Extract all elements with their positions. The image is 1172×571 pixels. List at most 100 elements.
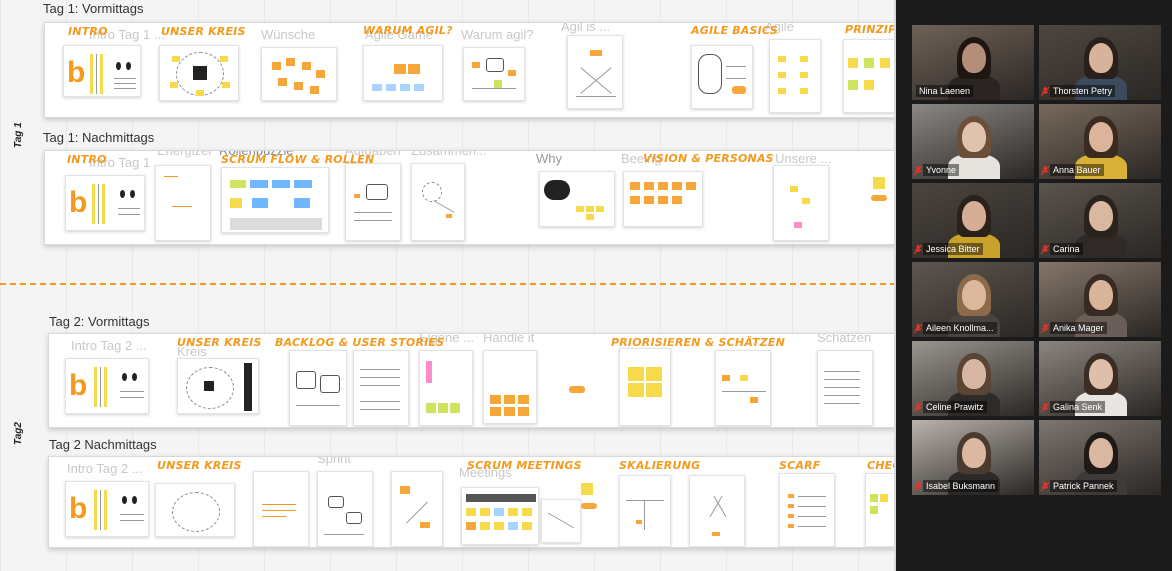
avatar — [962, 43, 986, 73]
avatar — [1075, 75, 1127, 100]
lane-day2-morning[interactable]: Intro Tag 2 ... Kreis Eigene ... Handle … — [48, 333, 894, 428]
avatar — [1075, 391, 1127, 416]
participant-tile[interactable]: Celine Prawitz — [912, 341, 1034, 416]
ghost-label: Intro Tag 2 ... — [71, 338, 147, 353]
ghost-label: Aufgaben — [345, 150, 401, 158]
lane-day1-morning[interactable]: Intro Tag 1 ... Wünsche Agile Game Warum… — [44, 22, 894, 118]
participant-tile[interactable]: Patrick Pannek — [1039, 420, 1161, 495]
participant-tile[interactable]: Galina Senk — [1039, 341, 1161, 416]
frame-agile-basics[interactable] — [691, 45, 753, 109]
whiteboard-canvas[interactable]: Tag 1 Tag2 Tag 1: Vormittags Intro Tag 1… — [0, 0, 896, 571]
participant-name: Aileen Knollma... — [923, 322, 997, 334]
hand-label-backlog-user-stories: BACKLOG & USER STORIES — [275, 336, 445, 349]
avatar — [962, 359, 986, 389]
ghost-label: Intro Tag 2 ... — [67, 461, 143, 476]
participant-name: Carina — [1050, 243, 1083, 255]
frame-intro[interactable]: b — [65, 358, 149, 414]
lane-day1-afternoon[interactable]: Intro Tag 1 ... Energizer Rollenpuzzle A… — [44, 150, 894, 245]
avatar — [948, 391, 1000, 416]
avatar — [962, 122, 986, 152]
avatar — [1075, 154, 1127, 179]
avatar — [1075, 233, 1127, 258]
frame-meetings[interactable] — [461, 487, 539, 545]
muted-mic-icon — [914, 324, 922, 334]
section-title-day1-afternoon: Tag 1: Nachmittags — [43, 130, 155, 145]
participant-name: Yvonne — [923, 164, 960, 176]
frame-handle-it[interactable] — [483, 350, 537, 424]
hand-label-intro: INTRO — [67, 153, 107, 166]
frame-wuensche[interactable] — [261, 47, 337, 101]
participant-tile[interactable]: Jessica Bitter — [912, 183, 1034, 258]
frame-schaetzen-2[interactable] — [817, 350, 873, 426]
avatar — [1089, 280, 1113, 310]
frame-zusammenarbeit[interactable] — [411, 163, 465, 241]
frame-backlog-1[interactable] — [289, 350, 347, 426]
frame-unsere[interactable] — [773, 165, 829, 241]
frame-backlog-2[interactable] — [353, 350, 409, 426]
participant-name: Thorsten Petry — [1050, 85, 1116, 97]
ghost-label: Agil is ... — [561, 22, 611, 34]
ghost-label: Unsere ... — [775, 151, 832, 166]
frame-rollenpuzzle[interactable] — [221, 167, 329, 233]
participant-tile[interactable]: Anna Bauer — [1039, 104, 1161, 179]
participant-tile[interactable]: Aileen Knollma... — [912, 262, 1034, 337]
participant-tile[interactable]: Carina — [1039, 183, 1161, 258]
frame-intro[interactable]: b — [65, 175, 145, 231]
frame-eigene[interactable] — [419, 350, 473, 426]
frame-prinzipien[interactable] — [843, 39, 894, 113]
participant-tile[interactable]: Yvonne — [912, 104, 1034, 179]
participant-name: Celine Prawitz — [923, 401, 987, 413]
frame-vision[interactable] — [623, 171, 703, 227]
ghost-label: Energizer — [157, 150, 213, 158]
participant-name: Anna Bauer — [1050, 164, 1104, 176]
lane-day2-afternoon[interactable]: Intro Tag 2 ... Sprint Meetings UNSER KR… — [48, 456, 894, 548]
frame-energizer[interactable] — [155, 165, 211, 241]
frame-sprint-2[interactable] — [391, 471, 443, 547]
muted-mic-icon — [1041, 245, 1049, 255]
muted-mic-icon — [1041, 324, 1049, 334]
avatar — [948, 154, 1000, 179]
frame-agil-is[interactable] — [567, 35, 623, 109]
participant-name: Galina Senk — [1050, 401, 1106, 413]
frame-energizer[interactable] — [253, 471, 309, 547]
frame-unser-kreis[interactable] — [159, 45, 239, 101]
avatar — [1089, 438, 1113, 468]
frame-warum-agil[interactable] — [463, 47, 525, 101]
muted-mic-icon — [914, 166, 922, 176]
muted-mic-icon — [914, 403, 922, 413]
frame-priorisieren[interactable] — [619, 348, 671, 426]
participant-tile[interactable]: Isabel Buksmann — [912, 420, 1034, 495]
participant-name: Jessica Bitter — [923, 243, 983, 255]
participant-tile[interactable]: Nina Laenen — [912, 25, 1034, 100]
frame-unser-kreis[interactable] — [155, 483, 235, 537]
participant-tile[interactable]: Anika Mager — [1039, 262, 1161, 337]
frame-intro[interactable]: b — [63, 45, 141, 97]
frame-aufgaben[interactable] — [345, 163, 401, 241]
frame-unser-kreis[interactable] — [177, 358, 259, 414]
frame-why[interactable] — [539, 171, 615, 227]
ghost-label: Agile Game — [365, 27, 433, 42]
frame-agile-game[interactable] — [363, 45, 443, 101]
avatar — [1089, 122, 1113, 152]
frame-schaetzen[interactable] — [715, 350, 771, 426]
frame-agile-manifest[interactable] — [769, 39, 821, 113]
hand-label-scarf: SCARF — [779, 459, 821, 472]
frame-sprint[interactable] — [317, 471, 373, 547]
frame-burndown[interactable] — [541, 499, 581, 543]
muted-mic-icon — [1041, 482, 1049, 492]
muted-mic-icon — [914, 245, 922, 255]
frame-skalierung[interactable] — [619, 475, 671, 547]
avatar — [948, 470, 1000, 495]
ghost-label: Beeing — [621, 151, 662, 166]
ghost-label: Sprint — [317, 456, 351, 466]
ghost-label: Eigene ... — [419, 333, 474, 345]
avatar — [1089, 43, 1113, 73]
ghost-label: Intro Tag 1 ... — [89, 27, 165, 42]
frame-check[interactable] — [865, 473, 894, 547]
frame-scarf[interactable] — [779, 473, 835, 547]
frame-intro[interactable]: b — [65, 481, 149, 537]
muted-mic-icon — [1041, 87, 1049, 97]
frame-skalierung-2[interactable] — [689, 475, 745, 547]
participant-tile[interactable]: Thorsten Petry — [1039, 25, 1161, 100]
